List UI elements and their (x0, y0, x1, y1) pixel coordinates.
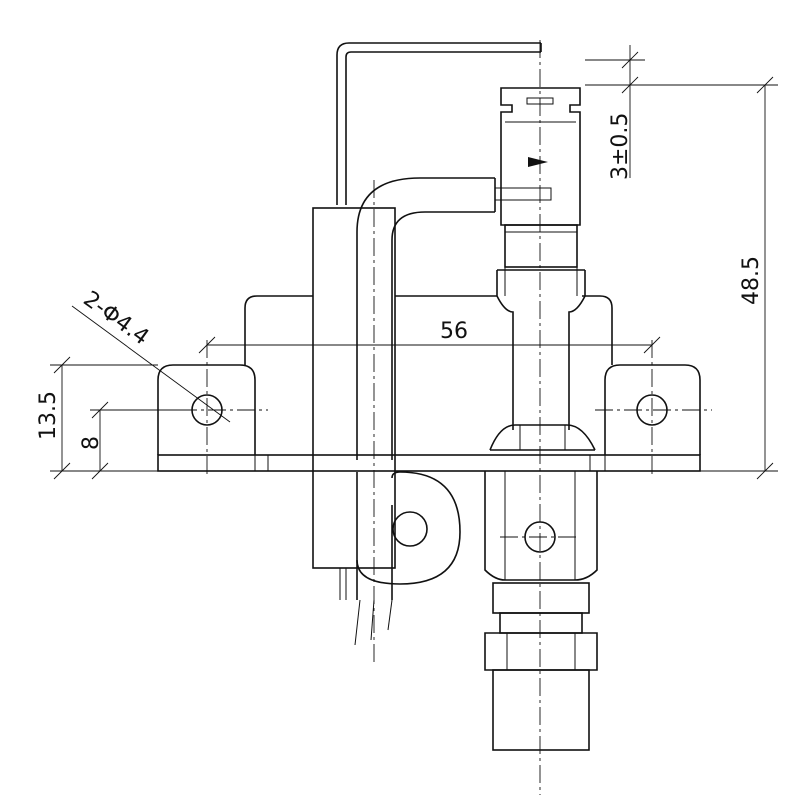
mounting-hole-right (636, 394, 668, 426)
hex-nut-upper (489, 424, 596, 451)
electrode-rod (336, 42, 542, 205)
nut-body (484, 471, 598, 581)
dimension-flange-height: 13.5 (36, 356, 158, 480)
dimension-hole-spacing: 56 (198, 319, 661, 354)
center-lines (150, 40, 712, 795)
dim-label-8: 8 (79, 436, 104, 450)
dim-label-48-5: 48.5 (739, 256, 764, 305)
dimension-tip-gap: 3±0.5 (585, 45, 645, 180)
mounting-flange (157, 295, 701, 472)
lead-wires (339, 568, 393, 646)
dim-label-gap: 3±0.5 (608, 113, 633, 180)
tube-coil (356, 471, 461, 600)
dimension-overall-height: 48.5 (585, 76, 778, 480)
body-block (312, 207, 396, 569)
dim-label-13-5: 13.5 (36, 391, 61, 440)
spark-tip (500, 87, 581, 226)
dim-label-56: 56 (440, 319, 468, 344)
thermocouple-tube (356, 177, 552, 460)
neck-housing (496, 224, 586, 430)
dimension-hole-height: 8 (79, 401, 192, 480)
lower-fitting (484, 582, 598, 751)
leader-hole-callout: 2-Φ4.4 (71, 287, 231, 423)
